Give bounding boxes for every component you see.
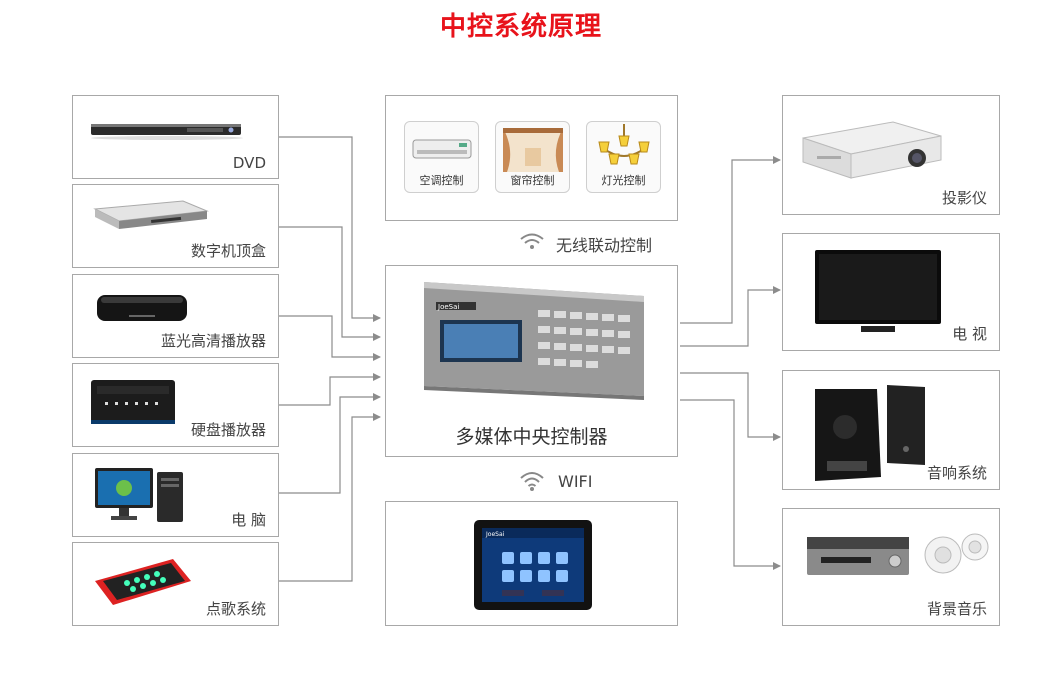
projector-icon	[802, 121, 942, 179]
tv-icon	[815, 250, 941, 332]
dvd-player-icon	[91, 124, 243, 140]
speaker-icon	[815, 385, 925, 481]
tile-air-conditioner: 空调控制	[404, 121, 479, 193]
output-tv: 电 视	[782, 233, 1000, 351]
tile-label-air-conditioner: 空调控制	[419, 174, 464, 187]
chandelier-icon	[598, 124, 650, 165]
karaoke-tablet-icon	[95, 559, 191, 605]
input-bluray: 蓝光高清播放器	[72, 274, 279, 358]
wifi-label: WIFI	[558, 472, 593, 491]
input-karaoke: 点歌系统	[72, 542, 279, 626]
output-projector: 投影仪	[782, 95, 1000, 215]
background-music-icon	[807, 533, 989, 575]
tile-label-light: 灯光控制	[601, 174, 646, 187]
page-title: 中控系统原理	[439, 12, 602, 42]
input-stb: 数字机顶盒	[72, 184, 279, 268]
wire-dvd	[278, 136, 381, 322]
tile-label-curtain: 窗帘控制	[510, 174, 555, 187]
wifi-icon	[520, 472, 544, 491]
hdd-player-icon	[91, 380, 175, 424]
curtain-icon	[503, 128, 563, 172]
touch-panel-box: JoeSai	[385, 501, 678, 626]
tile-curtain: 窗帘控制	[495, 121, 570, 193]
controller-brand: JoeSai	[437, 303, 459, 311]
wire-karaoke	[278, 413, 381, 582]
wireless-devices-box: 空调控制 窗帘控制 灯光控制	[385, 95, 678, 221]
output-label-bgmusic: 背景音乐	[926, 600, 987, 618]
output-label-speakers: 音响系统	[926, 464, 987, 482]
input-label-dvd: DVD	[232, 154, 266, 172]
touch-panel-brand: JoeSai	[485, 531, 505, 538]
touch-panel-icon: JoeSai	[474, 520, 592, 610]
wire-speakers	[680, 372, 781, 441]
computer-icon	[95, 468, 183, 522]
wire-projector	[680, 156, 781, 324]
wire-bgmusic	[680, 399, 781, 570]
input-label-karaoke: 点歌系统	[205, 600, 266, 618]
wire-hdd	[278, 373, 381, 406]
controller-label: 多媒体中央控制器	[455, 426, 608, 448]
input-dvd: DVD	[72, 95, 279, 179]
input-label-bluray: 蓝光高清播放器	[160, 332, 266, 350]
output-label-projector: 投影仪	[941, 189, 987, 207]
output-bgmusic: 背景音乐	[782, 508, 1000, 626]
wire-pc	[278, 393, 381, 494]
input-label-pc: 电 脑	[231, 511, 266, 529]
input-label-stb: 数字机顶盒	[190, 242, 266, 260]
air-conditioner-icon	[412, 139, 472, 159]
wire-tv	[680, 286, 781, 347]
wireless-label: 无线联动控制	[556, 236, 653, 255]
wire-bluray	[278, 315, 381, 361]
output-speakers: 音响系统	[782, 370, 1000, 490]
central-controller-icon: JoeSai	[424, 282, 644, 400]
input-hdd: 硬盘播放器	[72, 363, 279, 447]
controller-box: JoeSai 多媒体中央控制器	[385, 265, 678, 457]
set-top-box-icon	[93, 200, 209, 229]
wireless-icon	[520, 233, 544, 249]
bluray-player-icon	[97, 295, 187, 321]
input-pc: 电 脑	[72, 453, 279, 537]
input-label-hdd: 硬盘播放器	[190, 421, 266, 439]
wire-stb	[278, 226, 381, 341]
output-label-tv: 电 视	[952, 325, 987, 343]
tile-light: 灯光控制	[586, 121, 661, 193]
